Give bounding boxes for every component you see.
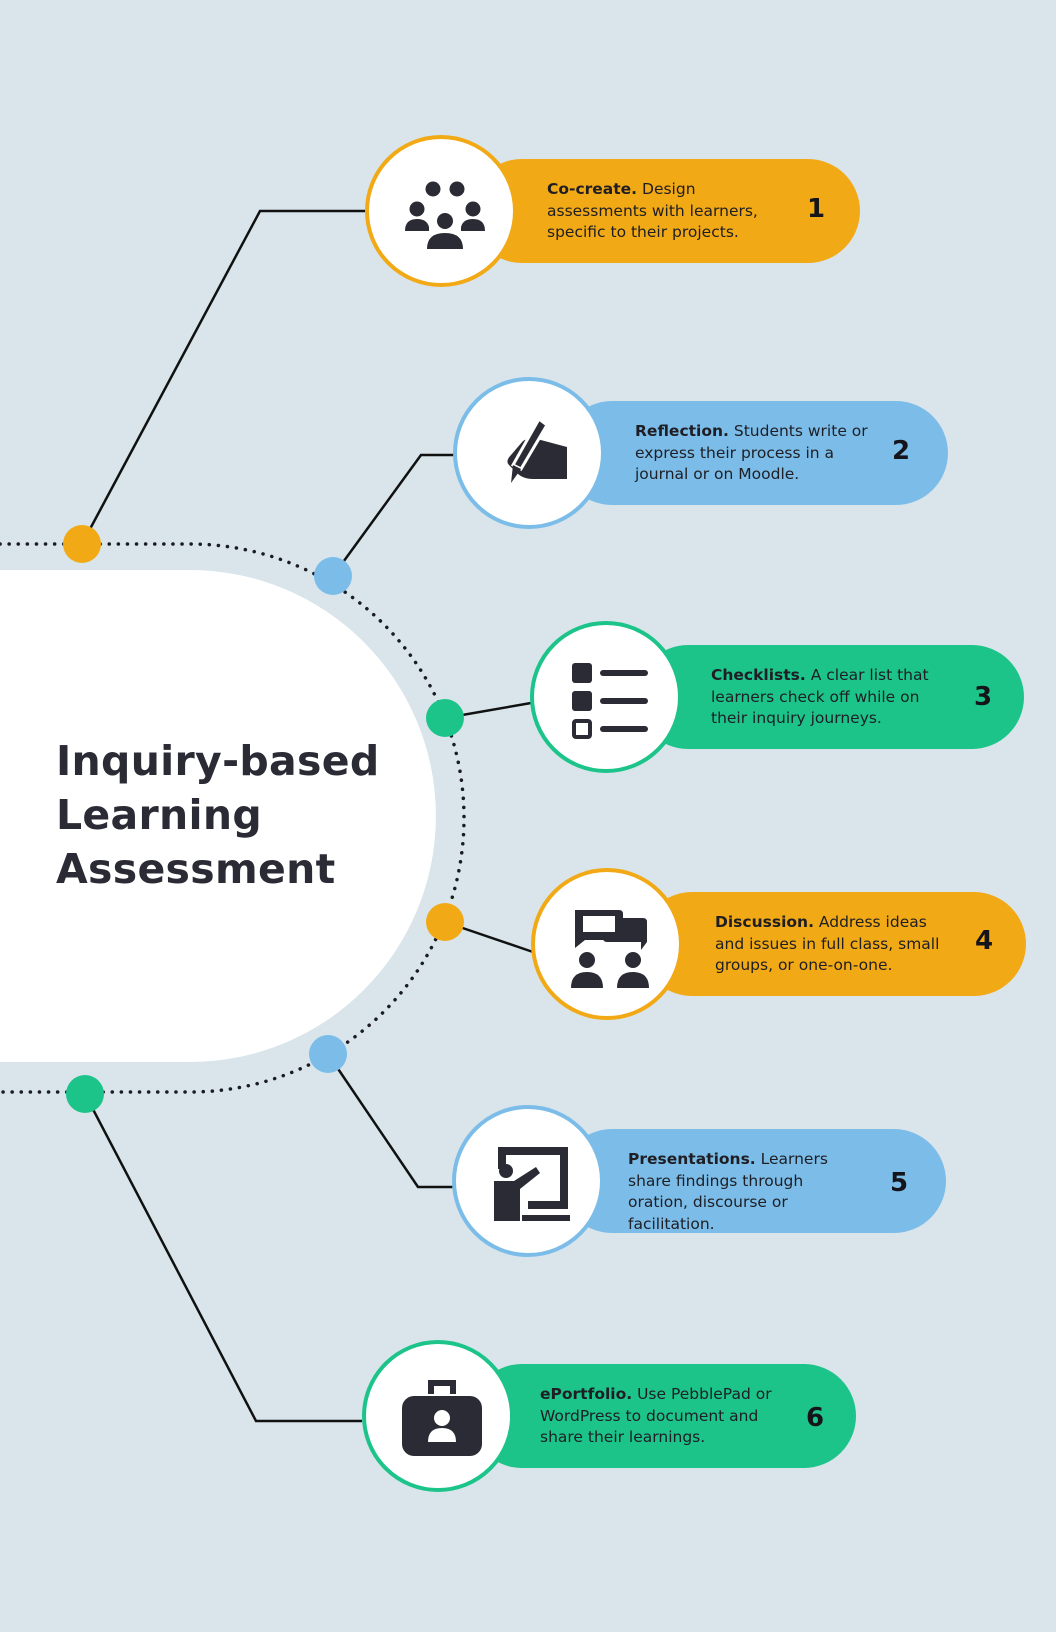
item-card-2 <box>560 401 948 505</box>
item-text-4: Discussion. Address ideas and issues in … <box>715 912 953 977</box>
connector-6 <box>83 1093 362 1423</box>
item-desc-4: Address ideas and issues in full class, … <box>715 913 940 974</box>
item-icon-ring-4 <box>531 868 683 1020</box>
item-heading-5: Presentations. <box>628 1150 756 1168</box>
connector-5 <box>326 1053 454 1189</box>
item-card-5 <box>560 1129 946 1233</box>
item-desc-2: Students write or express their process … <box>635 422 868 483</box>
item-card-1 <box>470 159 860 263</box>
item-number-1: 1 <box>806 194 826 224</box>
item-card-6 <box>470 1364 856 1468</box>
dotted-orbit <box>0 542 466 1094</box>
item-desc-6: Use PebblePad or WordPress to document a… <box>540 1385 772 1446</box>
connector-1 <box>80 209 365 545</box>
node-2 <box>314 557 352 595</box>
item-text-2: Reflection. Students write or express th… <box>635 421 873 486</box>
item-icon-ring-3 <box>530 621 682 773</box>
presenter-board-icon <box>494 1147 570 1221</box>
node-3 <box>426 699 464 737</box>
item-heading-4: Discussion. <box>715 913 814 931</box>
item-heading-6: ePortfolio. <box>540 1385 633 1403</box>
group-people-icon <box>405 181 485 249</box>
title-line-3: Assessment <box>56 845 336 893</box>
item-icon-ring-6 <box>362 1340 514 1492</box>
item-card-3 <box>636 645 1024 749</box>
item-desc-5: Learners share findings through oration,… <box>628 1150 828 1233</box>
item-icon-ring-5 <box>452 1105 604 1257</box>
title-hub <box>0 570 436 1062</box>
title-line-2: Learning <box>56 791 262 839</box>
item-number-6: 6 <box>805 1403 825 1433</box>
discussion-icon <box>571 910 649 988</box>
item-desc-1: Design assessments with learners, specif… <box>547 180 758 241</box>
item-icon-ring-1 <box>365 135 517 287</box>
portfolio-briefcase-icon <box>402 1380 482 1456</box>
item-number-5: 5 <box>889 1168 909 1198</box>
checklist-icon <box>572 663 648 739</box>
hand-writing-pen-icon <box>507 417 567 483</box>
item-text-5: Presentations. Learners share findings t… <box>628 1149 866 1235</box>
item-text-3: Checklists. A clear list that learners c… <box>711 665 949 730</box>
item-heading-3: Checklists. <box>711 666 806 684</box>
item-number-2: 2 <box>891 436 911 466</box>
item-heading-2: Reflection. <box>635 422 729 440</box>
page-title: Inquiry-based Learning Assessment <box>56 734 416 896</box>
item-heading-1: Co-create. <box>547 180 638 198</box>
item-icon-ring-2 <box>453 377 605 529</box>
item-card-4 <box>640 892 1026 996</box>
item-text-6: ePortfolio. Use PebblePad or WordPress t… <box>540 1384 778 1449</box>
node-1 <box>63 525 101 563</box>
item-text-1: Co-create. Design assessments with learn… <box>547 179 785 244</box>
node-5 <box>309 1035 347 1073</box>
node-4 <box>426 903 464 941</box>
item-number-3: 3 <box>973 682 993 712</box>
item-number-4: 4 <box>974 926 994 956</box>
title-line-1: Inquiry-based <box>56 737 380 785</box>
item-desc-3: A clear list that learners check off whi… <box>711 666 929 727</box>
node-6 <box>66 1075 104 1113</box>
connector-2 <box>331 453 454 577</box>
